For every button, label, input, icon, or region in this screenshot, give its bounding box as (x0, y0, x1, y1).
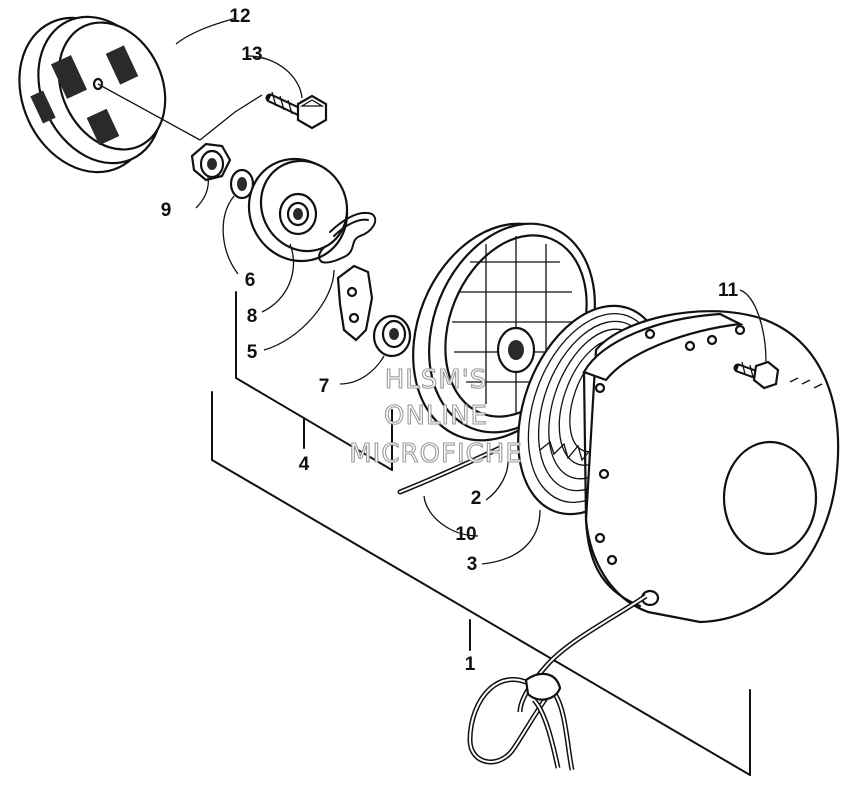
label-6: 6 (245, 270, 256, 291)
label-1: 1 (465, 654, 476, 675)
pawl (336, 264, 374, 342)
label-3: 3 (467, 554, 478, 575)
label-5: 5 (247, 342, 258, 363)
label-7: 7 (319, 376, 330, 397)
watermark-line-2: ONLINE (384, 401, 488, 431)
label-8: 8 (247, 306, 258, 327)
watermark-line-1: HLSM'S (385, 365, 488, 395)
watermark: HLSM'S ONLINE MICROFICHE (349, 364, 523, 469)
part-8-plate (247, 157, 349, 263)
part-6-washer (229, 168, 255, 200)
starter-rope (467, 593, 648, 771)
label-9: 9 (161, 200, 172, 221)
part-5-spring-clip (318, 212, 377, 264)
part-7-bushing (372, 314, 412, 358)
leader-lines (175, 17, 767, 565)
label-12: 12 (229, 6, 250, 27)
label-2: 2 (471, 488, 482, 509)
assembly-bracket-lines (211, 291, 751, 776)
part-11-bolt (733, 360, 780, 390)
part-10-rope (397, 445, 503, 495)
centre-axis-line (97, 83, 263, 141)
label-10: 10 (455, 524, 476, 545)
label-4: 4 (299, 454, 310, 475)
recoil-housing (582, 310, 840, 624)
part-12-cup (18, 15, 167, 174)
watermark-line-3: MICROFICHE (349, 439, 523, 469)
label-11: 11 (718, 280, 739, 301)
part-9-nut (190, 142, 232, 182)
callout-labels: 12 13 9 6 8 5 7 4 2 10 3 1 11 (161, 6, 739, 675)
label-13: 13 (241, 44, 262, 65)
part-13-bolt (265, 91, 328, 130)
